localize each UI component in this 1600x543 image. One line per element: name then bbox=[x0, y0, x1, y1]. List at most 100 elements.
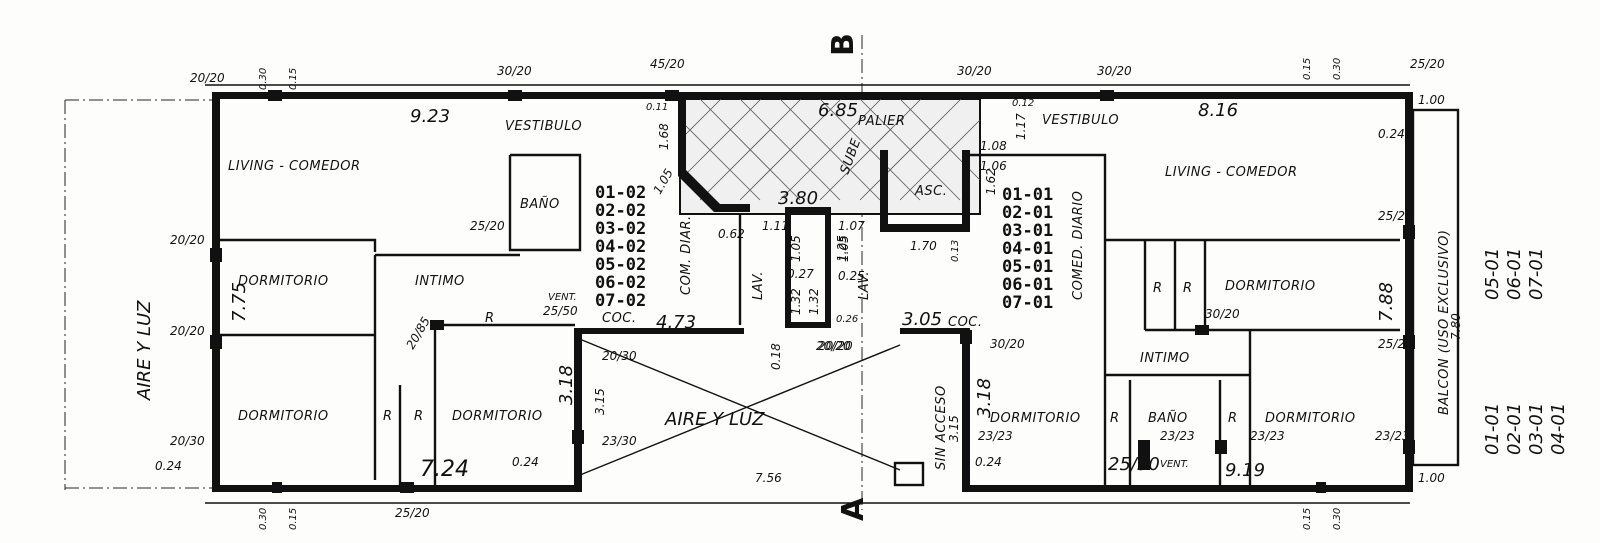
unit-codes-left: 01-02 02-02 03-02 04-02 05-02 06-02 07-0… bbox=[595, 183, 646, 311]
window-marks bbox=[210, 90, 1415, 493]
unit-code: 04-02 bbox=[595, 237, 646, 257]
dim: 23/23 bbox=[978, 429, 1013, 443]
elevator-wall-bottom bbox=[880, 224, 970, 232]
wall-court-left bbox=[574, 330, 582, 490]
dim: 1.32 bbox=[789, 288, 803, 315]
hatch-pattern bbox=[679, 98, 981, 201]
dim: 1.25 bbox=[835, 235, 849, 262]
room-label-com-diar: COM. DIAR. bbox=[679, 215, 694, 295]
dim: 6.85 bbox=[818, 100, 858, 121]
room-label-palier: PALIER bbox=[858, 114, 905, 129]
dim: 1.05 bbox=[650, 166, 675, 196]
r-mark: R bbox=[1110, 411, 1120, 426]
room-label-dormitorio: DORMITORIO bbox=[238, 409, 329, 424]
dim: 1.00 bbox=[1418, 471, 1445, 485]
room-label-lav: LAV. bbox=[751, 271, 766, 300]
wall-bottom-right bbox=[962, 485, 1412, 492]
elevator-wall bbox=[880, 150, 888, 230]
room-label-living-left: LIVING - COMEDOR bbox=[228, 159, 361, 174]
dim: 1.05 bbox=[837, 235, 851, 262]
dim: 23/23 bbox=[1250, 429, 1285, 443]
room-label-dormitorio: DORMITORIO bbox=[990, 411, 1081, 426]
room-label-coc: COC. bbox=[602, 311, 637, 326]
dim: 20/20 bbox=[818, 339, 853, 353]
dim: 1.08 bbox=[980, 139, 1007, 153]
dim: 30/20 bbox=[497, 64, 532, 78]
dim: 1.00 bbox=[1418, 93, 1445, 107]
court-diagonal bbox=[579, 344, 901, 476]
room-label-aire-luz-side: AIRE Y LUZ bbox=[134, 300, 155, 401]
dim: 0.15 bbox=[1302, 508, 1313, 530]
room-label-intimo: INTIMO bbox=[1140, 351, 1190, 366]
dim: 20/85 bbox=[403, 315, 432, 352]
dim: 0.12 bbox=[1012, 98, 1034, 109]
dim: 1.07 bbox=[838, 219, 865, 233]
dim: 20/20 bbox=[816, 339, 851, 353]
dim: 1.62 bbox=[984, 168, 998, 195]
dim: 3.18 bbox=[974, 378, 995, 418]
partitions-right bbox=[970, 153, 1400, 485]
dim: 0.30 bbox=[1332, 508, 1343, 530]
label-vent: VENT. bbox=[548, 292, 577, 303]
court-box bbox=[893, 461, 925, 487]
dim: 25/50 bbox=[543, 304, 578, 318]
dim: 1.68 bbox=[657, 123, 671, 150]
unit-code: 05-02 bbox=[595, 255, 646, 275]
dim: 0.18 bbox=[769, 343, 783, 370]
dim: 3.18 bbox=[556, 365, 577, 405]
wall-kitchen-right bbox=[900, 328, 970, 334]
dim: 0.30 bbox=[258, 508, 269, 530]
dim: 30/20 bbox=[990, 337, 1025, 351]
wall-bottom-left bbox=[212, 485, 582, 492]
unit-code: 06-02 bbox=[595, 273, 646, 293]
r-mark: R bbox=[383, 409, 393, 424]
room-label-dormitorio: DORMITORIO bbox=[1225, 279, 1316, 294]
floor-code: 05-01 bbox=[1482, 248, 1503, 300]
dimensions: 9.23 6.85 8.16 7.75 7.88 7.24 7.56 9.19 … bbox=[155, 57, 1463, 530]
unit-code: 02-01 bbox=[1002, 203, 1053, 223]
dim: 0.15 bbox=[288, 508, 299, 530]
floor-code: 03-01 bbox=[1526, 403, 1547, 455]
unit-code: 07-02 bbox=[595, 291, 646, 311]
partitions-left bbox=[220, 153, 742, 485]
dim: 0.25 bbox=[838, 269, 865, 283]
dim: 20/30 bbox=[170, 434, 205, 448]
wall-kitchen-left bbox=[574, 328, 744, 334]
dim: 20/30 bbox=[602, 349, 637, 363]
dim: 7.24 bbox=[420, 457, 469, 482]
r-mark: R bbox=[485, 311, 495, 326]
wall-court-right bbox=[962, 330, 970, 490]
dim: 25/25 bbox=[1378, 209, 1413, 223]
dim: 9.19 bbox=[1225, 460, 1265, 481]
floor-code: 01-01 bbox=[1482, 403, 1503, 455]
floor-codes-far-right: 05-01 06-01 07-01 01-01 02-01 03-01 04-0… bbox=[1482, 248, 1569, 455]
dim: 7.56 bbox=[755, 471, 782, 485]
dim: 30/20 bbox=[1205, 307, 1240, 321]
dim: 7.75 bbox=[229, 282, 250, 322]
room-label-vestibulo-right: VESTIBULO bbox=[1042, 113, 1119, 128]
balcony-outline bbox=[1411, 108, 1460, 467]
dim: 23/23 bbox=[1375, 429, 1410, 443]
dim: 0.30 bbox=[258, 68, 269, 90]
wall-top bbox=[212, 92, 1412, 99]
room-label-vestibulo-left: VESTIBULO bbox=[505, 119, 582, 134]
room-label-balcon: BALCON (USO EXCLUSIVO) bbox=[1437, 230, 1452, 415]
dim: 0.13 bbox=[950, 240, 961, 262]
axis-label-bottom: A bbox=[836, 497, 871, 521]
dim: 1.06 bbox=[980, 159, 1007, 173]
dim: 0.24 bbox=[512, 455, 539, 469]
unit-code: 07-01 bbox=[1002, 293, 1053, 313]
dim: 25/20 bbox=[470, 219, 505, 233]
unit-code: 01-01 bbox=[1002, 185, 1053, 205]
dim: 0.27 bbox=[787, 267, 814, 281]
unit-code: 03-02 bbox=[595, 219, 646, 239]
dim: 25/20 bbox=[395, 506, 430, 520]
dim: 4.73 bbox=[656, 312, 696, 333]
dim: 20/20 bbox=[190, 71, 225, 85]
dim: 0.24 bbox=[1378, 127, 1405, 141]
room-label-bano-right: BAÑO bbox=[1148, 410, 1188, 426]
floor-code: 02-01 bbox=[1504, 403, 1525, 455]
stair-wall-left bbox=[678, 99, 750, 212]
dim: 45/20 bbox=[650, 57, 685, 71]
